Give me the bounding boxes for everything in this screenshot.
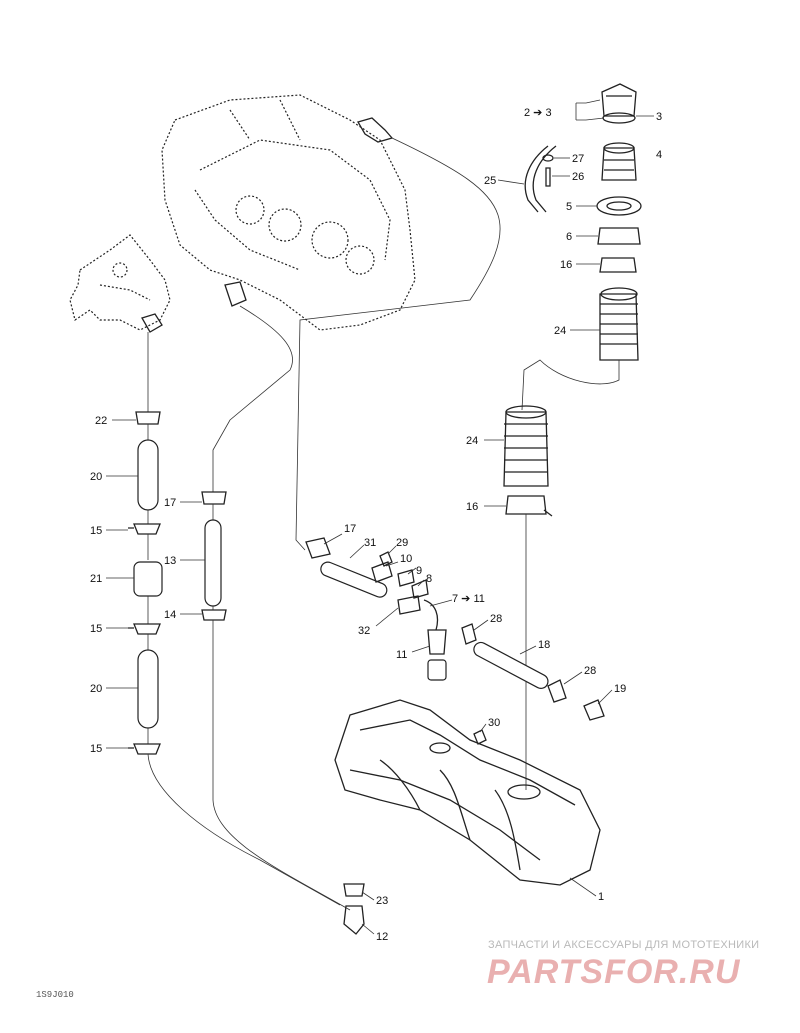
fitting-19 [583,699,605,721]
fuel-tank [334,699,601,886]
label-31: 31 [364,537,376,549]
clamp-16-a [599,257,637,273]
pulse-line-column [201,305,351,911]
label-23: 23 [376,895,388,907]
watermark-logo: PARTSFOR.RU [487,953,741,991]
label-28-b: 28 [584,665,596,677]
label-18: 18 [538,639,550,651]
label-28-a: 28 [490,613,502,625]
cap-base-3 [602,112,636,124]
vent-fitting-top [357,117,394,143]
label-2-3: 2 ➔ 3 [524,107,552,119]
screw-26 [545,167,551,187]
fitting-12 [343,905,365,935]
drawing-code: 1S9J010 [36,990,74,1000]
label-7-11: 7 ➔ 11 [452,593,485,605]
gasket-5-inner [606,201,632,211]
label-16-b: 16 [466,501,478,513]
hose-20-lower [137,649,159,729]
leader-lines [106,99,654,935]
clamp-32 [397,595,421,615]
label-6: 6 [566,231,572,243]
clamp-14 [201,609,227,621]
label-15-b: 15 [90,623,102,635]
clamp-15-c [128,743,161,755]
filler-cap-2-3 [601,83,637,117]
grommet-30 [473,729,487,745]
clamp-16-b [505,495,553,517]
label-30: 30 [488,717,500,729]
washer-27 [542,154,554,162]
clamp-15-b [128,623,161,635]
label-17-b: 17 [344,523,356,535]
pulse-fitting [224,281,247,307]
connector-8 [411,579,429,599]
fitting-29 [379,551,393,567]
label-21: 21 [90,573,102,585]
pickup-11 [427,629,447,655]
label-13: 13 [164,555,176,567]
label-9: 9 [416,565,422,577]
bellows-24-upper [599,293,639,361]
label-32: 32 [358,625,370,637]
vent-line [295,137,501,551]
label-3: 3 [656,111,662,123]
tank-pickup-opening [429,742,451,754]
fuel-filter-21 [133,561,163,597]
label-26: 26 [572,171,584,183]
label-12: 12 [376,931,388,943]
watermark-tagline: ЗАПЧАСТИ И АКСЕССУАРЫ ДЛЯ МОТОТЕХНИКИ [488,939,760,951]
clamp-15-a [128,523,161,535]
label-17-a: 17 [164,497,176,509]
clamp-17-b [305,537,331,559]
label-15-a: 15 [90,525,102,537]
clamp-17-a [201,491,227,505]
label-19: 19 [614,683,626,695]
bellows-24-lower [503,411,549,487]
hose-18-assembly [461,623,605,721]
left-fuel-line-column [128,332,341,906]
label-4: 4 [656,149,662,161]
label-20-a: 20 [90,471,102,483]
carburetor [69,234,171,331]
label-29: 29 [396,537,408,549]
clamp-28-b [547,679,567,703]
clamp-28-a [461,623,477,645]
tank-outlet-fittings [343,883,365,935]
hose-18 [473,641,549,689]
clamp-22 [135,411,161,425]
part-labels: 2 ➔ 3 3 4 27 26 25 5 6 16 24 24 16 22 20… [90,107,662,943]
neck-4 [601,147,637,181]
label-22: 22 [95,415,107,427]
label-20-b: 20 [90,683,102,695]
connector-9 [397,569,415,587]
label-14: 14 [164,609,176,621]
carb-fuel-fitting [141,313,163,333]
label-16-a: 16 [560,259,572,271]
label-10: 10 [400,553,412,565]
label-8: 8 [426,573,432,585]
vent-tube-25 [524,145,557,213]
label-25: 25 [484,175,496,187]
gasket-5 [596,196,642,216]
tank-filler-opening [507,784,541,800]
fuel-pickup-area [305,537,447,681]
label-1: 1 [598,891,604,903]
clamp-6 [597,227,641,245]
neck-top-4 [603,142,635,154]
engine-block [161,94,416,331]
label-15-c: 15 [90,743,102,755]
pickup-filter [427,659,447,681]
label-24-a: 24 [554,325,566,337]
hose-13 [204,519,222,607]
label-24-b: 24 [466,435,478,447]
label-27: 27 [572,153,584,165]
elbow-7-11 [423,599,439,631]
hose-31 [320,561,388,598]
hose-20-upper [137,439,159,511]
grommet-23 [343,883,365,897]
label-11: 11 [396,649,407,661]
label-5: 5 [566,201,572,213]
